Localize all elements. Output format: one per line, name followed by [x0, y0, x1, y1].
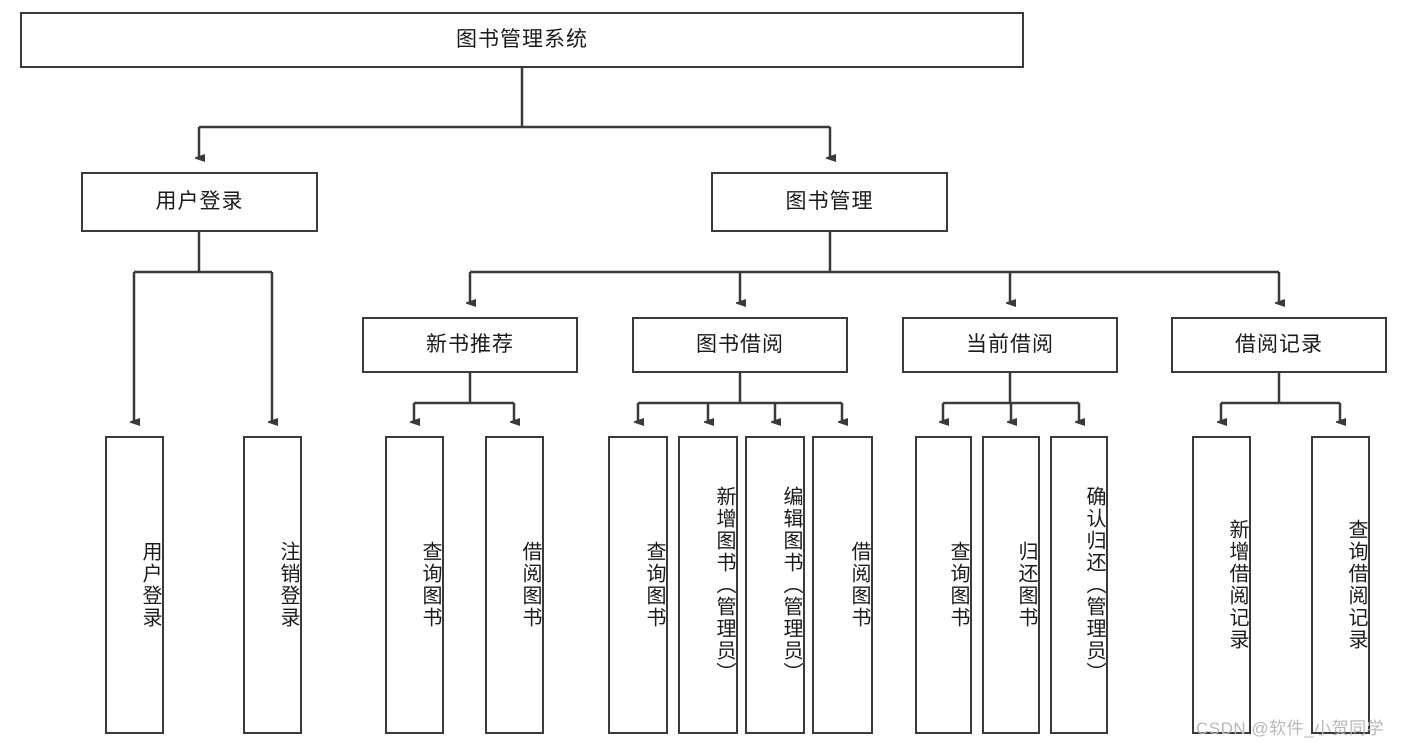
node-current-borrow-label: 当前借阅 — [966, 333, 1054, 357]
node-book-manage-label: 图书管理 — [785, 190, 874, 214]
leaf-confirm-return[interactable]: 确认归还（管理员） — [1050, 436, 1108, 734]
leaf-borrow-book[interactable]: 借阅图书 — [812, 436, 873, 734]
csdn-watermark: CSDN @软件_小贺同学 — [1196, 719, 1385, 738]
leaf-logout-label: 注销登录 — [277, 541, 299, 629]
node-borrow-record-label: 借阅记录 — [1235, 333, 1323, 357]
leaf-query-book-rec-label: 查询图书 — [419, 541, 441, 629]
leaf-add-borrow-record-label: 新增借阅记录 — [1226, 519, 1248, 651]
leaf-confirm-return-label: 确认归还（管理员） — [1083, 486, 1105, 684]
node-root[interactable]: 图书管理系统 — [20, 12, 1024, 68]
node-new-book-recommend-label: 新书推荐 — [426, 333, 514, 357]
leaf-add-book[interactable]: 新增图书（管理员） — [678, 436, 738, 734]
leaf-return-book[interactable]: 归还图书 — [982, 436, 1040, 734]
leaf-query-book-rec[interactable]: 查询图书 — [385, 436, 444, 734]
leaf-query-book-borrow-label: 查询图书 — [643, 541, 665, 629]
leaf-query-book-current-label: 查询图书 — [947, 541, 969, 629]
node-new-book-recommend[interactable]: 新书推荐 — [362, 317, 578, 373]
leaf-edit-book-label: 编辑图书（管理员） — [780, 486, 802, 684]
leaf-user-login-label: 用户登录 — [139, 541, 161, 629]
node-book-borrow[interactable]: 图书借阅 — [632, 317, 848, 373]
node-book-borrow-label: 图书借阅 — [696, 333, 784, 357]
leaf-return-book-label: 归还图书 — [1015, 541, 1037, 629]
leaf-user-login[interactable]: 用户登录 — [105, 436, 164, 734]
leaf-edit-book[interactable]: 编辑图书（管理员） — [745, 436, 805, 734]
node-user-login-label: 用户登录 — [155, 190, 244, 214]
leaf-add-borrow-record[interactable]: 新增借阅记录 — [1192, 436, 1251, 734]
leaf-query-book-current[interactable]: 查询图书 — [915, 436, 972, 734]
node-root-label: 图书管理系统 — [456, 28, 588, 52]
leaf-logout[interactable]: 注销登录 — [243, 436, 302, 734]
node-book-manage[interactable]: 图书管理 — [711, 172, 948, 232]
leaf-add-book-label: 新增图书（管理员） — [713, 486, 735, 684]
leaf-borrow-book-label: 借阅图书 — [848, 541, 870, 629]
leaf-query-borrow-record-label: 查询借阅记录 — [1345, 519, 1367, 651]
leaf-borrow-book-rec-label: 借阅图书 — [519, 541, 541, 629]
leaf-query-borrow-record[interactable]: 查询借阅记录 — [1311, 436, 1370, 734]
node-user-login[interactable]: 用户登录 — [81, 172, 318, 232]
leaf-query-book-borrow[interactable]: 查询图书 — [608, 436, 668, 734]
node-borrow-record[interactable]: 借阅记录 — [1171, 317, 1387, 373]
node-current-borrow[interactable]: 当前借阅 — [902, 317, 1118, 373]
leaf-borrow-book-rec[interactable]: 借阅图书 — [485, 436, 544, 734]
